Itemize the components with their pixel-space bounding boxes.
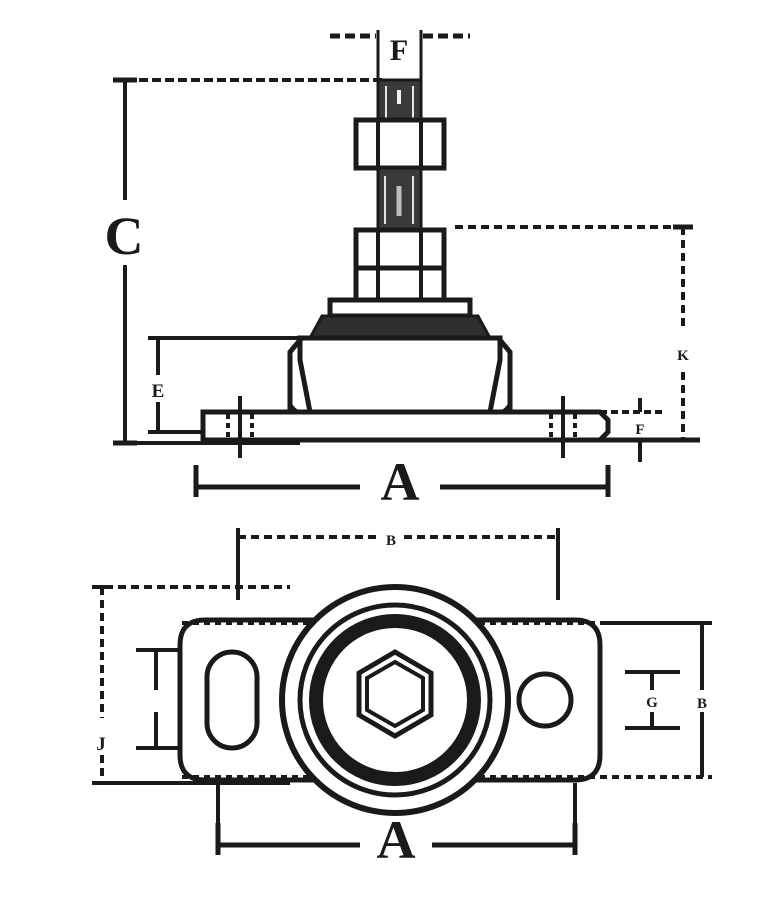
plan-plate-depth-dimension: J — [92, 585, 290, 785]
elevation-hub-diameter-dimension: K — [455, 224, 693, 440]
dim-label-body-height-E: E — [152, 381, 165, 402]
base-plate-elevation — [200, 396, 611, 458]
hex-nut-upper — [353, 117, 447, 171]
elevation-view: F C E K — [105, 30, 700, 512]
elevation-overall-height-dimension: C — [105, 77, 385, 446]
dim-label-plate-thickness-F: F — [635, 422, 644, 438]
elevation-plate-width-dimension: A — [193, 452, 611, 512]
plan-view: B J — [92, 528, 712, 870]
dim-label-plate-depth-J: J — [96, 734, 106, 755]
washer-stack — [353, 265, 447, 305]
base-plate-outline — [200, 409, 611, 443]
threaded-stud-middle — [376, 166, 423, 232]
dim-label-thread-F: F — [390, 34, 408, 67]
nut-lower-outline — [353, 227, 447, 271]
body-housing — [297, 335, 503, 415]
elevation-body-height-dimension: E — [148, 336, 300, 434]
body-right-flare — [498, 338, 513, 412]
elastomer-collar — [307, 314, 493, 340]
central-hub-plan — [279, 584, 511, 816]
elevation-plate-thickness-dimension: F — [600, 398, 700, 462]
dim-label-hub-diameter-K: K — [677, 348, 689, 364]
threaded-stud-upper — [376, 78, 423, 124]
plan-hub-outer-dimension: B — [600, 621, 712, 779]
dim-label-height-C: C — [105, 206, 144, 266]
dim-label-plate-width-A-elevation: A — [381, 452, 420, 512]
body-left-flare — [287, 338, 302, 412]
dim-label-hub-outer-B: B — [697, 696, 707, 712]
plan-hole-dimension: G — [625, 670, 680, 730]
round-mounting-hole — [516, 671, 574, 729]
nut-upper-outline — [353, 117, 447, 171]
dim-label-bolt-spacing-B: B — [386, 533, 396, 549]
plan-plate-width-dimension: A — [215, 783, 578, 870]
slotted-mounting-hole — [204, 649, 260, 751]
washer-outline — [353, 265, 447, 305]
dim-label-plate-width-A-plan: A — [377, 810, 416, 870]
body-cap-plate — [327, 297, 473, 319]
elevation-thread-dimension: F — [330, 30, 470, 80]
hex-nut-lower — [353, 227, 447, 271]
plan-slot-height-dimension — [136, 648, 178, 750]
dim-label-hole-diameter-G: G — [646, 695, 658, 711]
hex-nut-plan-inner — [365, 659, 425, 729]
